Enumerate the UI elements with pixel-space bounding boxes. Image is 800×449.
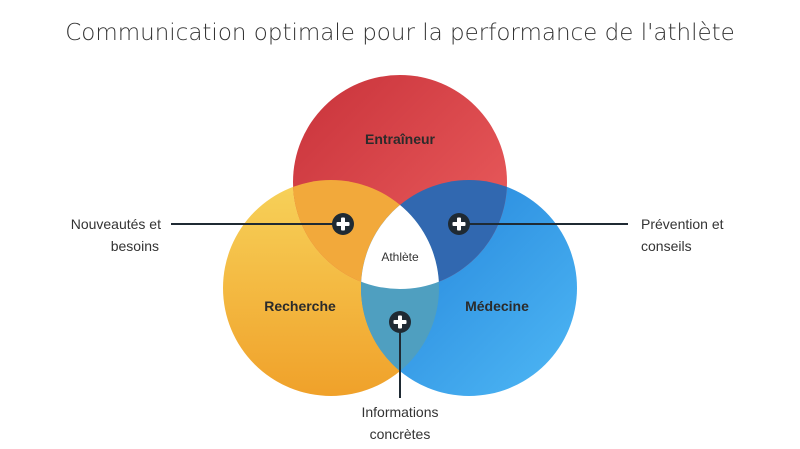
label-medecine: Médecine — [465, 298, 529, 314]
plus-icon — [332, 213, 354, 235]
callout-bottom-line2: concrètes — [370, 426, 431, 442]
callout-bottom-line1: Informations — [361, 404, 438, 420]
plus-icon — [448, 213, 470, 235]
callout-left-line2: besoins — [111, 238, 159, 254]
page-title: Communication optimale pour la performan… — [65, 20, 735, 46]
callout-right-line1: Prévention et — [641, 216, 724, 232]
callout-left-line1: Nouveautés et — [71, 216, 161, 232]
callout-right-line2: conseils — [641, 238, 692, 254]
center-region — [361, 180, 439, 289]
label-athlete: Athlète — [381, 250, 419, 264]
label-recherche: Recherche — [264, 298, 336, 314]
plus-icon — [389, 311, 411, 333]
label-entraineur: Entraîneur — [365, 131, 436, 147]
